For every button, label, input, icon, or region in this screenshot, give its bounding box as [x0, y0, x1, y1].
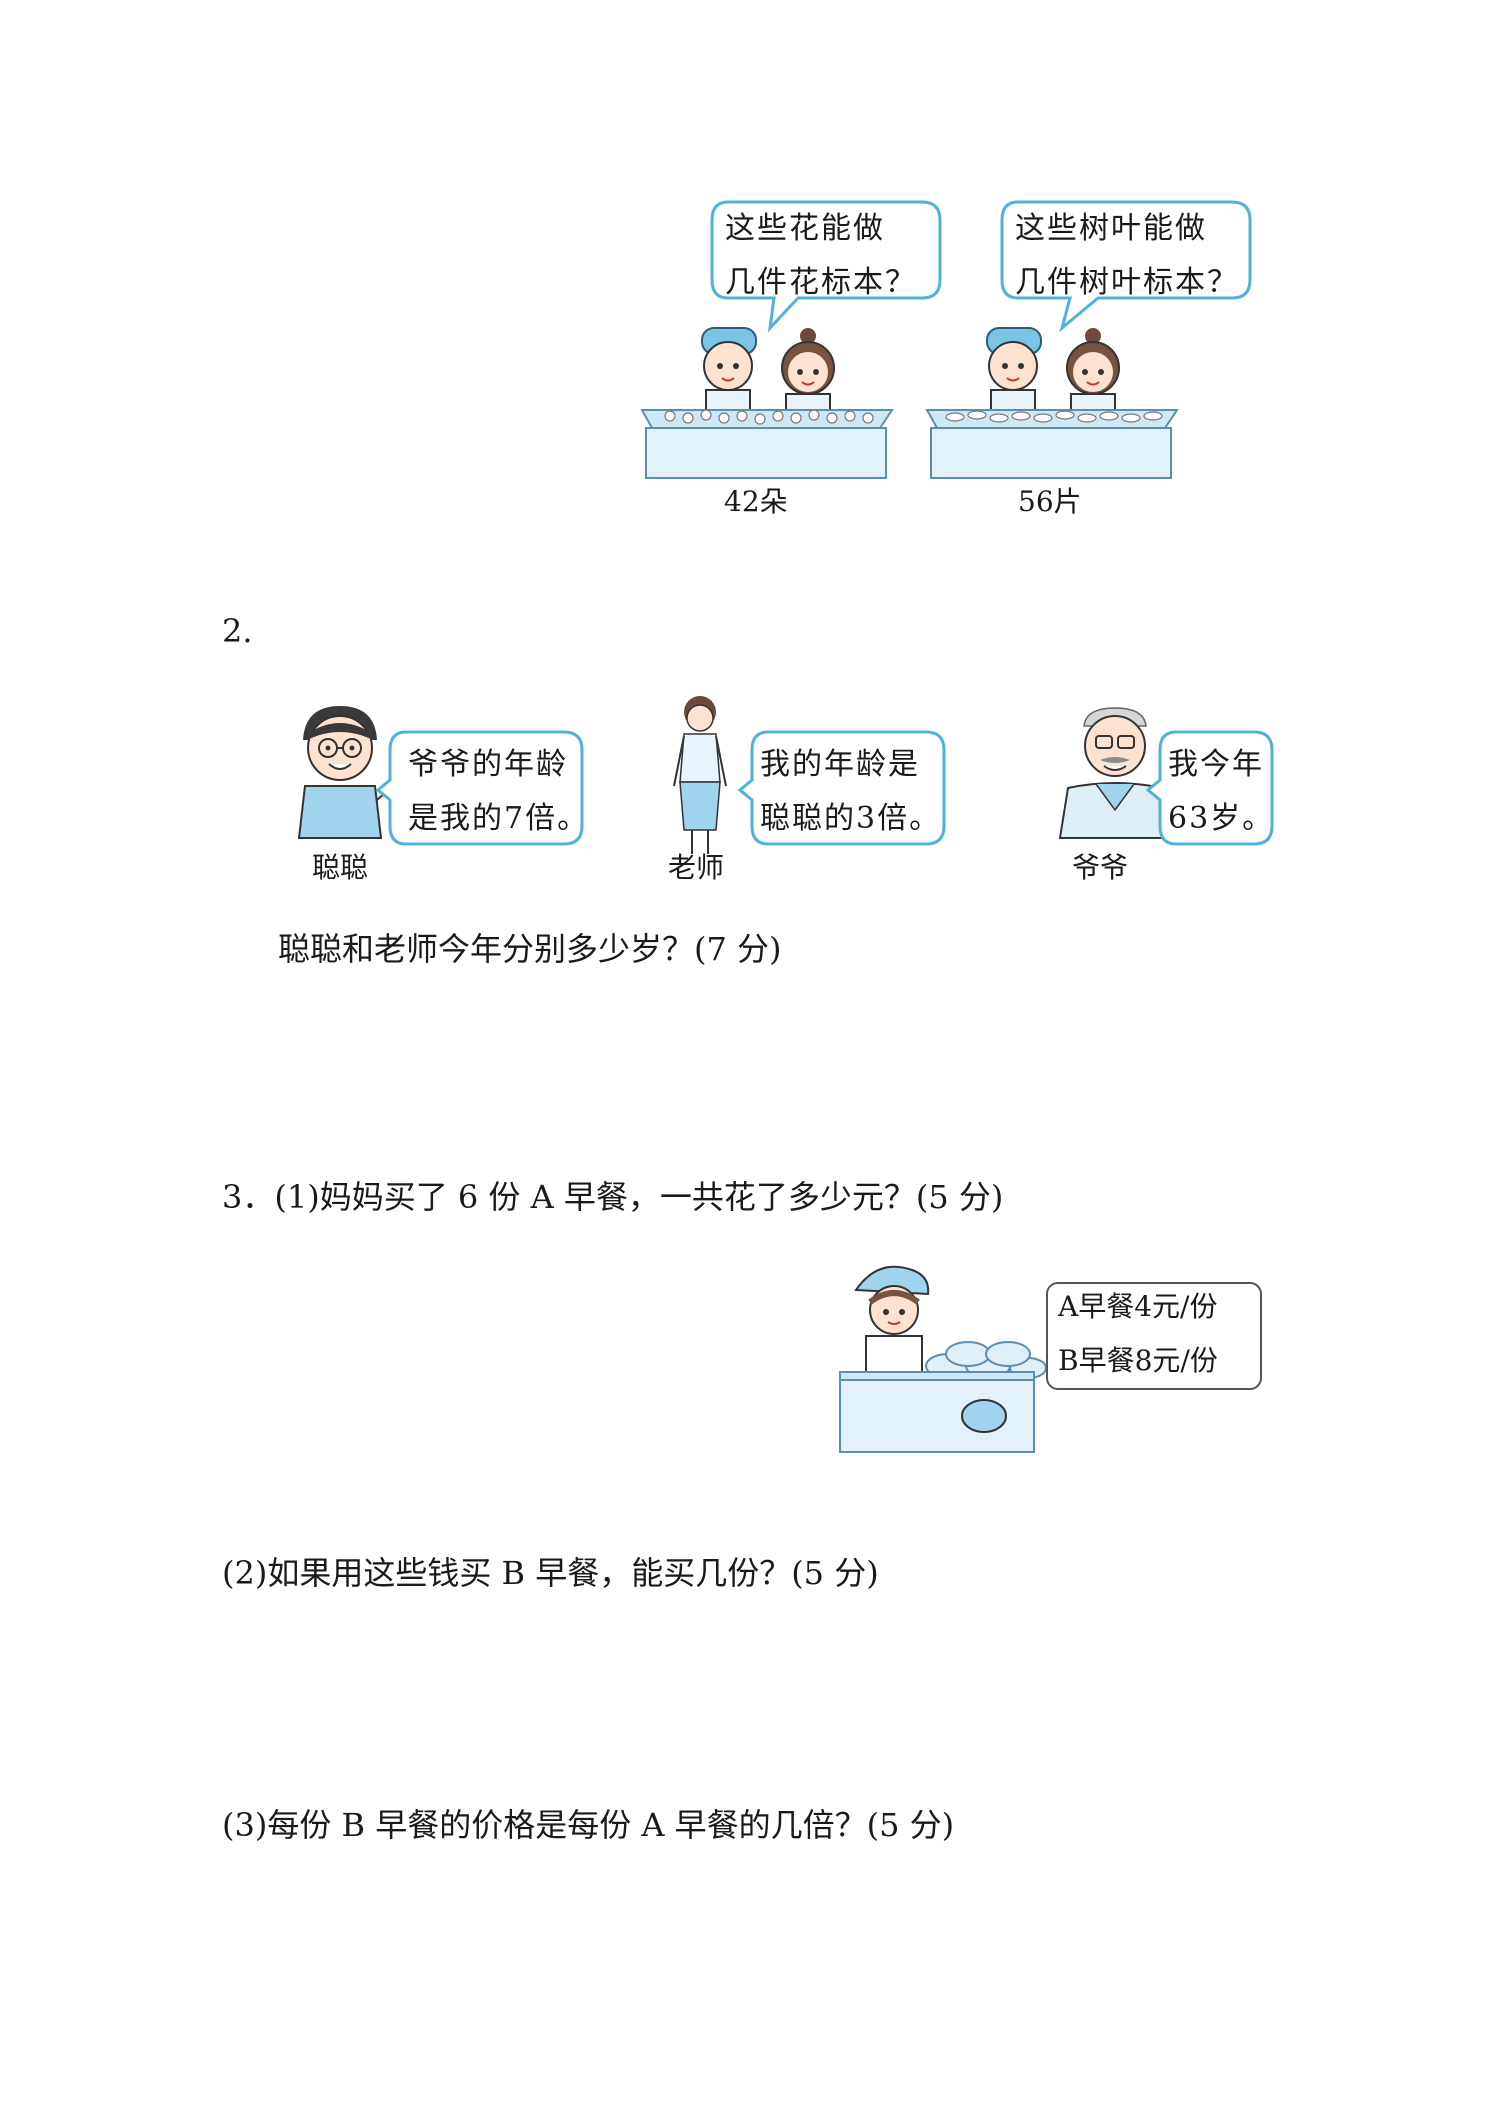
question-2-number: 2. [222, 612, 253, 650]
grandpa-line2: 63岁。 [1168, 801, 1275, 836]
grandpa-name: 爷爷 [1072, 851, 1129, 884]
congcong-name: 聪聪 [312, 851, 369, 884]
congcong-line2: 是我的7倍。 [408, 801, 590, 836]
speech-bubble-right [1000, 200, 1252, 333]
question-2-text: 聪聪和老师今年分别多少岁？(7 分) [278, 930, 782, 968]
speech-bubble-left [710, 200, 942, 333]
leaves-count: 56片 [1018, 485, 1082, 518]
price-sign [1046, 1282, 1262, 1390]
speech-bubble-teacher [737, 730, 946, 846]
right-bubble-line2: 几件树叶标本？ [1015, 265, 1239, 300]
question-3-part-1: 3．(1)妈妈买了 6 份 A 早餐，一共花了多少元？(5 分) [222, 1178, 1004, 1216]
teacher-line2: 聪聪的3倍。 [760, 801, 942, 836]
teacher-name: 老师 [668, 851, 725, 884]
price-sign-line1: A早餐4元/份 [1058, 1290, 1218, 1323]
question-3-part-2: (2)如果用这些钱买 B 早餐，能买几份？(5 分) [222, 1554, 879, 1592]
left-bubble-line1: 这些花能做 [725, 211, 885, 246]
kids-with-flowers-icon [640, 327, 894, 479]
right-bubble-line1: 这些树叶能做 [1015, 211, 1207, 246]
kids-with-leaves-icon [925, 327, 1179, 479]
teacher-line1: 我的年龄是 [760, 747, 920, 782]
flowers-count: 42朵 [724, 485, 788, 518]
left-bubble-line2: 几件花标本？ [725, 265, 917, 300]
speech-bubble-grandpa [1145, 730, 1274, 846]
congcong-boy-icon [297, 706, 394, 839]
speech-bubble-congcong [375, 730, 584, 846]
question-3-part-3: (3)每份 B 早餐的价格是每份 A 早餐的几倍？(5 分) [222, 1806, 955, 1844]
teacher-icon [673, 696, 727, 854]
breakfast-stall-icon [839, 1265, 1047, 1453]
grandpa-icon [1058, 707, 1172, 839]
congcong-line1: 爷爷的年龄 [408, 747, 568, 782]
grandpa-line1: 我今年 [1168, 747, 1264, 782]
price-sign-line2: B早餐8元/份 [1058, 1344, 1218, 1377]
